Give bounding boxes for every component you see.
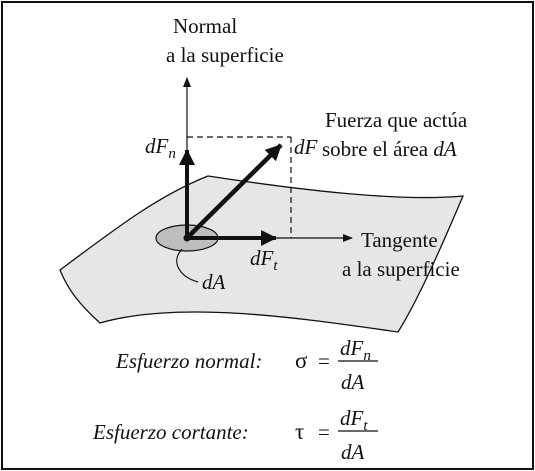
- normal-eq-denominator: dA: [341, 370, 365, 394]
- shear-eq-prefix: Esfuerzo cortante:: [92, 420, 249, 444]
- normal-label-line2: a la superficie: [166, 43, 284, 67]
- dFn-label: dFn: [145, 134, 176, 162]
- normal-stress-equation: Esfuerzo normal: σ = dFn dA: [115, 336, 378, 394]
- normal-eq-equals: =: [318, 349, 330, 373]
- force-label-line1: Fuerza que actúa: [325, 108, 468, 132]
- surface: [59, 175, 465, 333]
- dA-label: dA: [202, 270, 226, 294]
- dF-label: dF: [294, 135, 318, 159]
- shear-eq-symbol: τ: [295, 419, 304, 444]
- normal-label-line1: Normal: [173, 14, 237, 38]
- tangent-label-line2: a la superficie: [342, 257, 460, 281]
- shear-stress-equation: Esfuerzo cortante: τ = dFt dA: [92, 406, 378, 464]
- normal-eq-symbol: σ: [295, 348, 308, 373]
- dA-leader: [176, 248, 199, 283]
- dFt-label: dFt: [250, 246, 278, 274]
- dF-arrow: [185, 143, 283, 240]
- shear-eq-equals: =: [318, 420, 330, 444]
- force-label-var: dA: [433, 137, 457, 161]
- shear-eq-numerator: dFt: [340, 406, 368, 434]
- force-label-line2: sobre el área dA: [322, 137, 457, 161]
- normal-eq-numerator: dFn: [340, 336, 371, 364]
- shear-eq-denominator: dA: [341, 440, 365, 464]
- origin-point: [183, 234, 191, 242]
- normal-eq-prefix: Esfuerzo normal:: [115, 349, 262, 373]
- tangent-label-line1: Tangente: [361, 228, 438, 252]
